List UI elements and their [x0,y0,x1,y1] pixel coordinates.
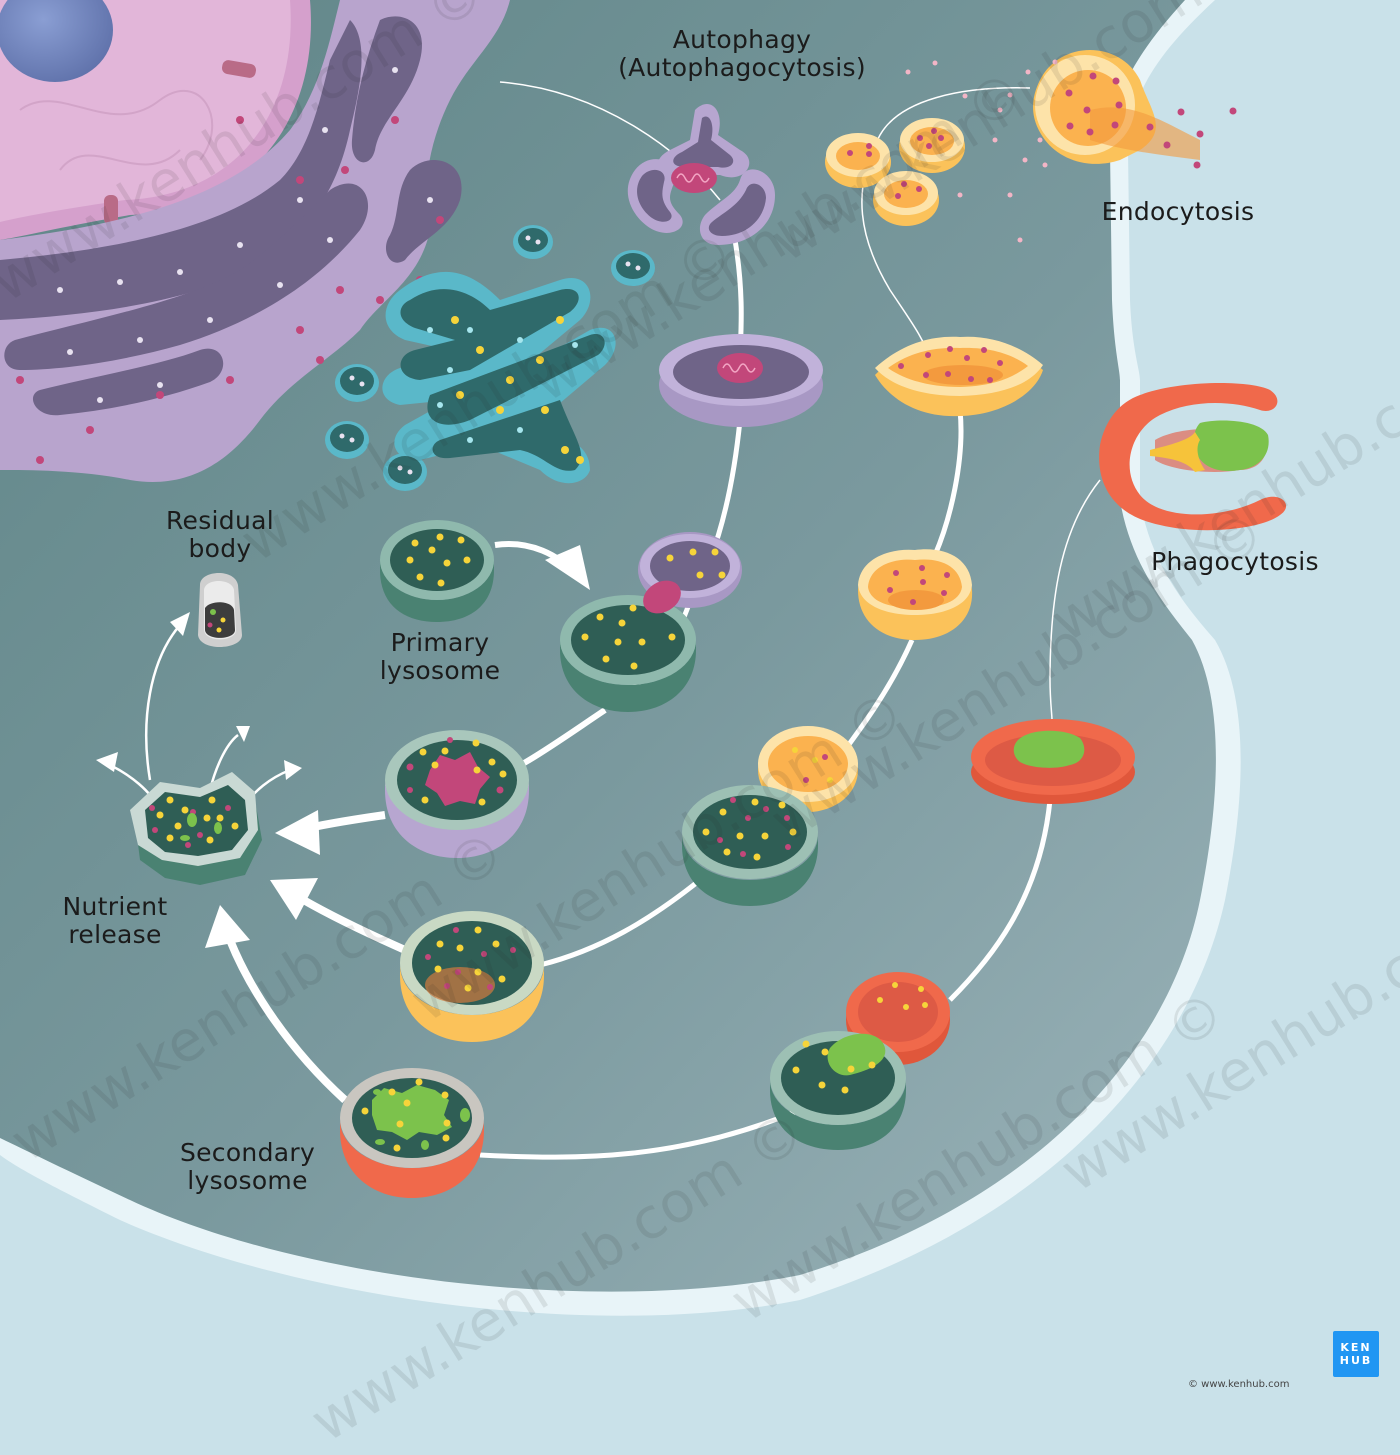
fusion-arrowhead [545,545,590,590]
kenhub-logo-line2: HUB [1339,1354,1373,1367]
bacterium [1193,420,1269,471]
nutrient-release-lysosome [130,772,262,885]
bacterium [1013,730,1085,768]
primary-lysosome [380,520,494,622]
endocytosis-arrowhead [270,878,318,920]
golgi-enzymes [451,316,584,464]
rough-endoplasmic-reticulum [0,0,510,482]
autophagosome [659,334,823,427]
label-residual-body-line1: Residual [166,506,274,535]
nuclear-pore [221,60,257,78]
label-autophagy-line2: (Autophagocytosis) [618,53,866,82]
early-endosome [875,336,1043,417]
autophagolysosome-fusing [560,532,742,712]
label-secondary-lysosome-line2: lysosome [187,1166,308,1195]
phagocytosis-connector [1049,479,1101,721]
kenhub-logo-line1: KEN [1340,1341,1372,1354]
label-primary-lysosome: Primary lysosome [360,629,520,685]
nucleolus [0,0,113,82]
phagocytosis-path [479,799,1053,1160]
label-autophagy: Autophagy (Autophagocytosis) [592,26,892,82]
nutrient-release-arrowheads [96,726,302,780]
label-residual-body: Residual body [140,507,300,563]
phagosome-lysosome-fusing [770,972,950,1150]
receptors [905,59,1058,243]
mitochondrion [671,163,717,193]
early-endosome-vesicles [825,118,965,226]
label-primary-lysosome-line1: Primary [390,628,490,657]
golgi-lumen-dots [427,327,578,443]
label-secondary-lysosome: Secondary lysosome [160,1139,335,1195]
label-nutrient-release: Nutrient release [30,893,200,949]
diagram-canvas [0,0,1287,1316]
label-phagocytosis: Phagocytosis [1151,547,1319,576]
label-autophagy-line1: Autophagy [672,25,812,54]
degraded-mitochondrion [425,752,490,806]
label-secondary-lysosome-line1: Secondary [179,1138,316,1167]
phagocytosis-arrow [226,938,348,1103]
phagocytic-cup [1099,383,1287,531]
nuclear-pore [104,195,118,225]
endocytic-vesicle-budding [1033,50,1237,169]
residual-body [198,572,242,648]
phagocytic-secondary-lysosome [340,1068,484,1198]
label-primary-lysosome-line2: lysosome [379,656,501,685]
autophagosome-forming [627,104,775,245]
pseudopod-contact [1150,432,1205,472]
golgi-vesicles [325,225,655,491]
arrows [96,541,590,1103]
label-nutrient-release-line2: release [68,920,162,949]
endocytosis-connector [861,87,1031,361]
label-nutrient-release-line1: Nutrient [62,892,168,921]
mitochondrion [643,580,681,614]
phagocytosis-arrowhead [205,905,250,948]
mitochondrion [717,353,763,383]
late-endosome [858,549,973,640]
kenhub-logo[interactable]: KEN HUB [1333,1331,1379,1377]
autophagy-arrowhead [275,810,320,855]
copyright-text[interactable]: © www.kenhub.com [1188,1379,1290,1390]
residual-arrow [145,624,181,781]
golgi-apparatus [325,225,655,491]
autophagic-secondary-lysosome [385,730,529,858]
endocytic-secondary-lysosome [400,911,544,1042]
digested-bacterium [372,1085,452,1140]
er-lumen-dots [57,67,433,403]
residual-arrowhead [170,612,190,636]
label-residual-body-line2: body [188,534,252,563]
phagosome [971,719,1135,804]
label-endocytosis: Endocytosis [1101,197,1255,226]
endosome-lysosome-fusing [682,726,858,906]
